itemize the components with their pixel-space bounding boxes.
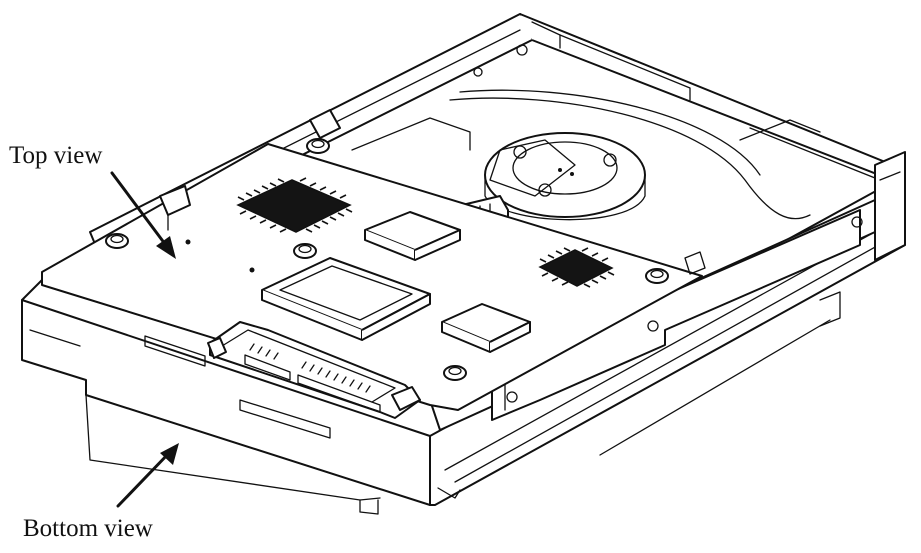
arrow-bottom-view — [116, 443, 179, 508]
chip-large-black — [236, 177, 353, 233]
screw — [443, 365, 467, 381]
screw — [645, 268, 669, 284]
chip-memory-a — [364, 211, 461, 261]
sata-connector — [207, 321, 421, 419]
screw — [105, 233, 129, 249]
chip-memory-b — [441, 303, 531, 353]
chip-small-black — [538, 247, 615, 288]
chip-main-controller — [261, 257, 431, 341]
arrow-top-view — [110, 171, 176, 259]
screw — [306, 138, 330, 154]
screw — [293, 243, 317, 259]
bottom-view-label: Bottom view — [23, 515, 153, 542]
top-view-label: Top view — [9, 142, 103, 169]
